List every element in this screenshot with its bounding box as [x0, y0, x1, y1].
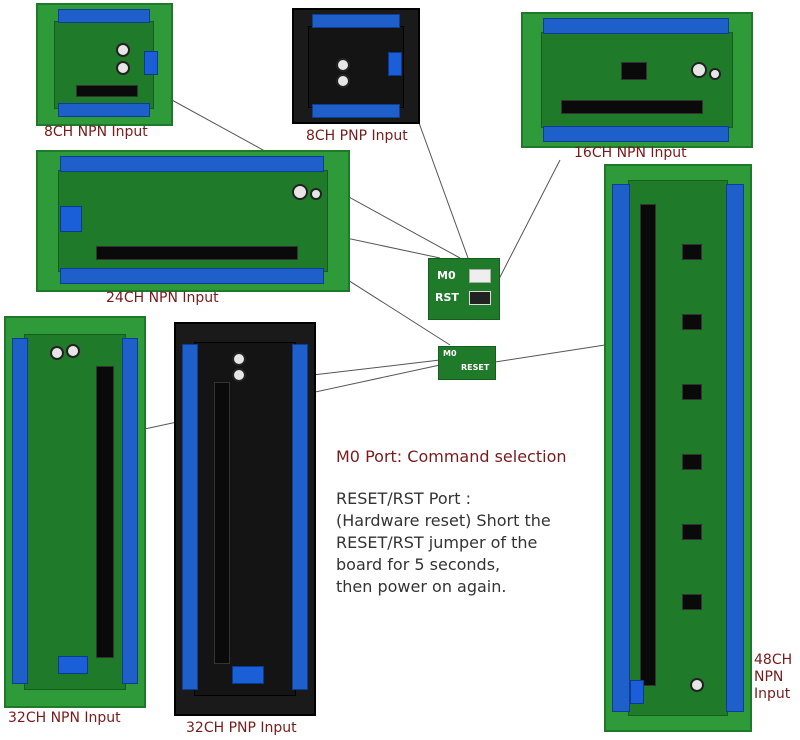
board-24ch-npn	[36, 150, 350, 292]
reset-small-label: RESET	[461, 363, 490, 372]
rst-label: RST	[435, 291, 459, 304]
note-reset-line2: (Hardware reset) Short the	[336, 511, 551, 530]
label-8ch-pnp: 8CH PNP Input	[306, 128, 408, 144]
note-reset-line3: RESET/RST jumper of the	[336, 533, 538, 552]
jumper-detail-small: M0 RESET	[438, 346, 496, 380]
label-24ch-npn: 24CH NPN Input	[106, 290, 219, 306]
jumper-detail-large: M0 RST	[428, 258, 500, 320]
note-reset-line5: then power on again.	[336, 577, 507, 596]
line-8ch-pnp	[409, 97, 469, 259]
label-48ch-line3: Input	[754, 686, 791, 702]
board-32ch-pnp	[174, 322, 316, 716]
label-48ch-line2: NPN	[754, 669, 784, 685]
board-8ch-pnp	[292, 8, 420, 124]
label-32ch-pnp: 32CH PNP Input	[186, 720, 297, 736]
line-48ch	[494, 344, 606, 363]
board-32ch-npn	[4, 316, 146, 708]
board-48ch-npn	[604, 164, 752, 732]
label-48ch-line1: 48CH	[754, 652, 793, 668]
note-m0: M0 Port: Command selection	[336, 447, 567, 466]
label-48ch-npn: 48CH NPN Input	[754, 652, 792, 703]
label-32ch-npn: 32CH NPN Input	[8, 710, 121, 726]
board-8ch-npn	[36, 3, 173, 126]
note-reset: RESET/RST Port : (Hardware reset) Short …	[336, 488, 551, 598]
m0-small-label: M0	[443, 349, 457, 358]
note-reset-line1: RESET/RST Port :	[336, 489, 471, 508]
m0-label: M0	[437, 269, 456, 282]
label-8ch-npn: 8CH NPN Input	[44, 124, 148, 140]
note-reset-line4: board for 5 seconds,	[336, 555, 501, 574]
board-16ch-npn	[521, 12, 753, 148]
label-16ch-npn: 16CH NPN Input	[574, 145, 687, 161]
